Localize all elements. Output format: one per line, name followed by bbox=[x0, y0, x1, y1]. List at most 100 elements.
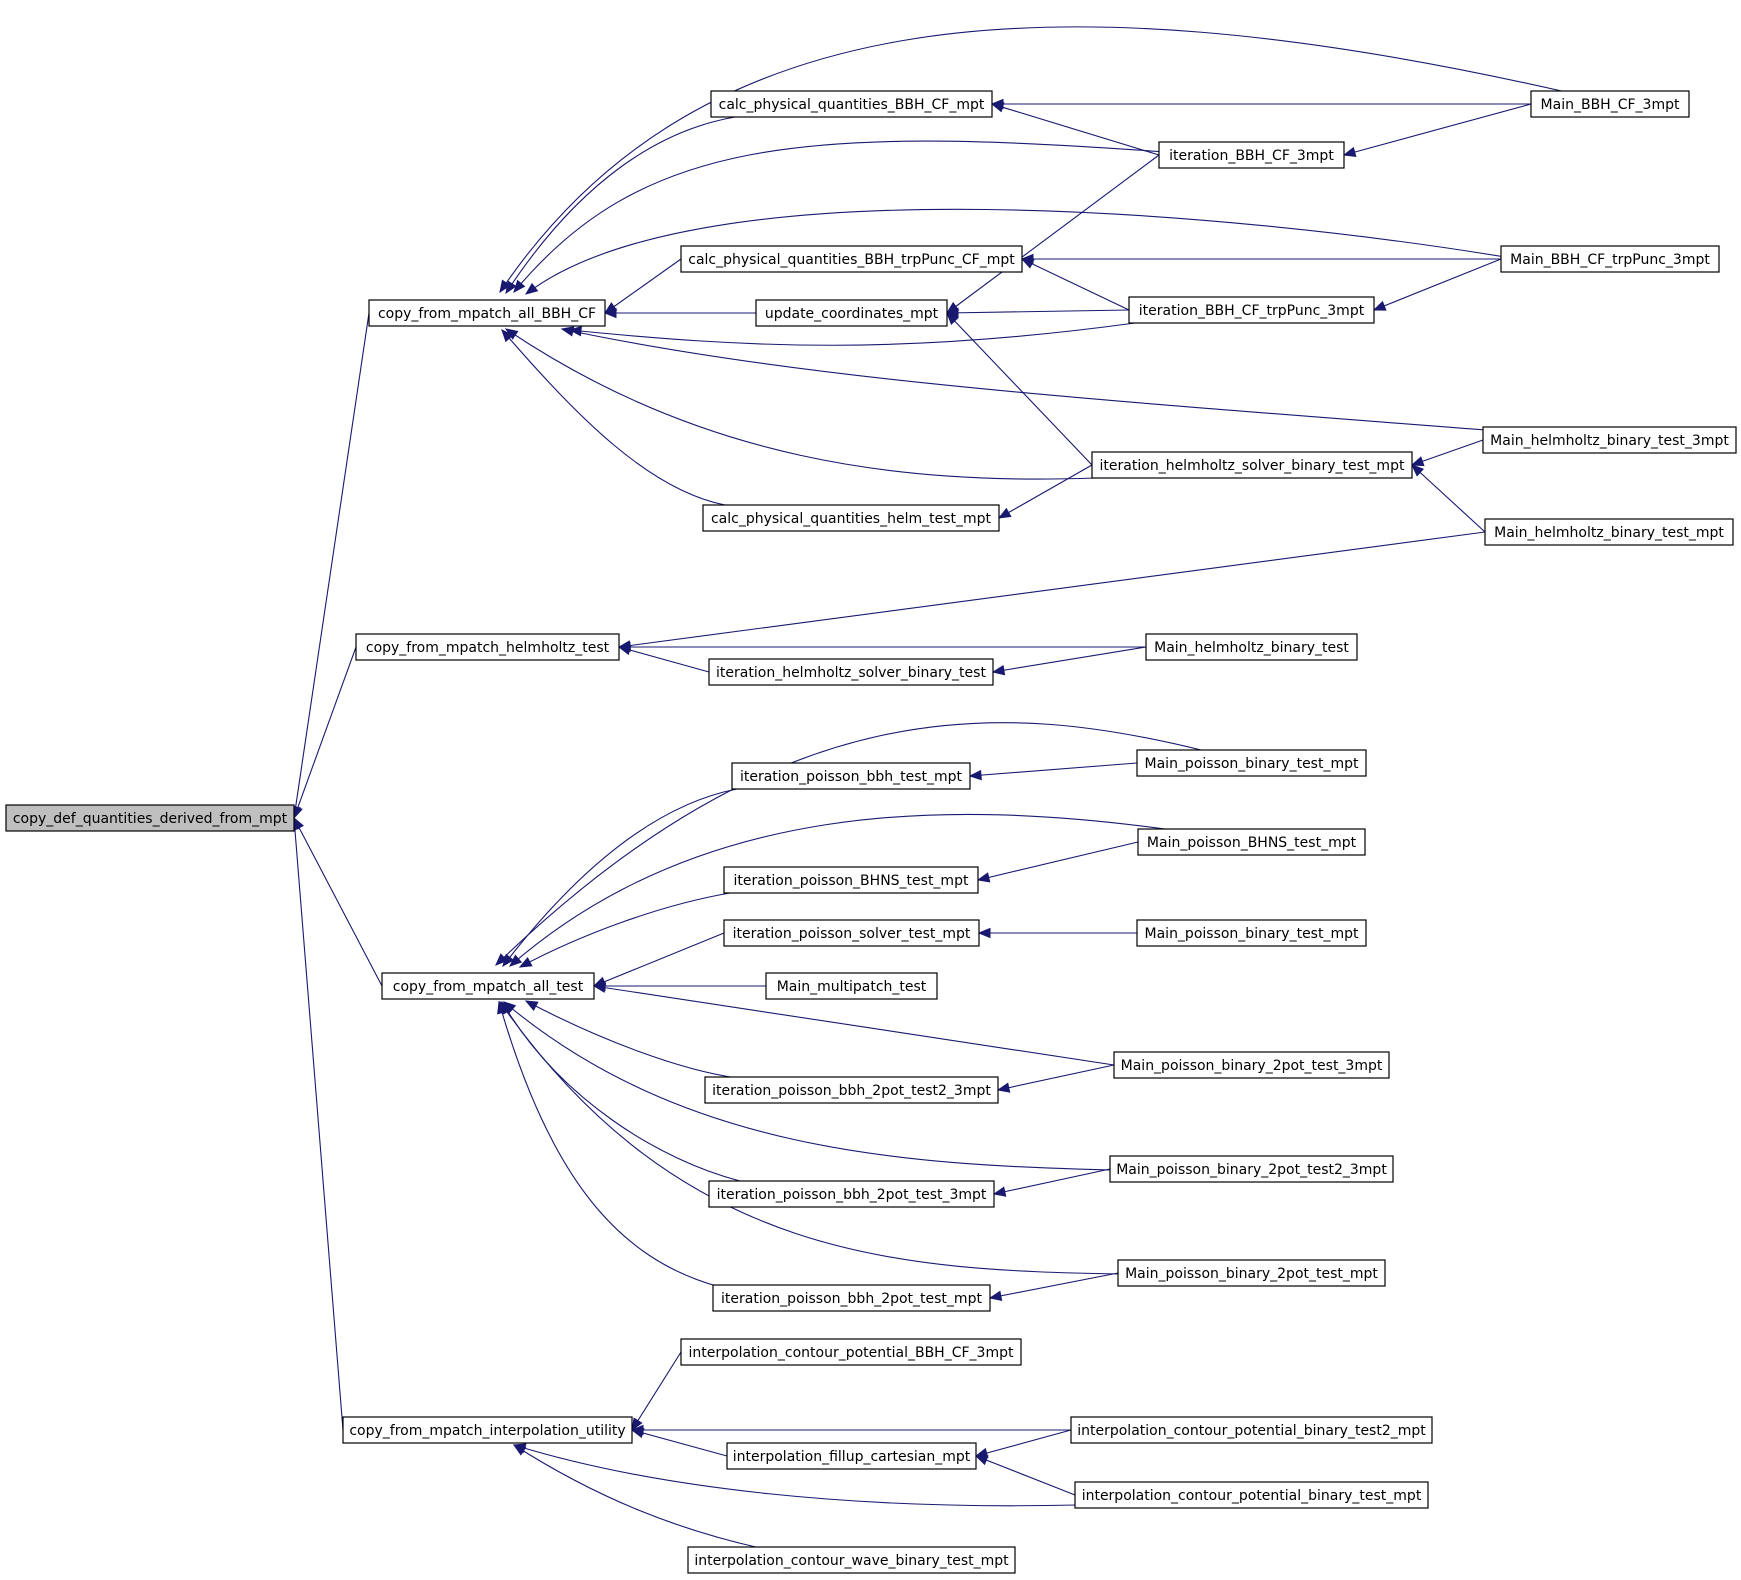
node-label: Main_poisson_binary_2pot_test_3mpt bbox=[1121, 1058, 1383, 1074]
node-main-helmholtz-binary-test-mpt[interactable]: Main_helmholtz_binary_test_mpt bbox=[1484, 518, 1734, 546]
edge-iter-bbh-trp-to-cfm-all-bbh bbox=[568, 322, 1136, 346]
node-box bbox=[708, 1180, 995, 1208]
node-label: iteration_poisson_bbh_2pot_test2_3mpt bbox=[712, 1083, 991, 1099]
edge-arrowhead bbox=[617, 645, 632, 656]
node-iteration-poisson-bhns-test-mpt[interactable]: iteration_poisson_BHNS_test_mpt bbox=[723, 866, 979, 894]
node-copy-from-mpatch-interpolation-utility[interactable]: copy_from_mpatch_interpolation_utility bbox=[342, 1416, 633, 1444]
edge-line bbox=[997, 1064, 1115, 1091]
node-calc-physical-quantities-bbh-cf-mpt[interactable]: calc_physical_quantities_BBH_CF_mpt bbox=[710, 90, 993, 118]
node-update-coordinates-mpt[interactable]: update_coordinates_mpt bbox=[755, 299, 948, 327]
node-interpolation-contour-potential-binary-test-mpt[interactable]: interpolation_contour_potential_binary_t… bbox=[1074, 1481, 1429, 1509]
node-main-poisson-binary-test-mpt[interactable]: Main_poisson_binary_test_mpt bbox=[1136, 749, 1367, 777]
node-main-poisson-binary-2pot-test-mpt[interactable]: Main_poisson_binary_2pot_test_mpt bbox=[1117, 1259, 1386, 1287]
node-box bbox=[687, 1546, 1016, 1574]
edge-interp-contour-t-to-interp-fillup bbox=[974, 1455, 1076, 1496]
edge-line bbox=[495, 722, 1206, 966]
node-box bbox=[680, 245, 1023, 273]
node-label: iteration_poisson_bbh_test_mpt bbox=[740, 769, 963, 785]
edge-iter-pois-solver-to-cfm-all-test bbox=[592, 932, 725, 987]
node-main-poisson-binary-2pot-test2-3mpt[interactable]: Main_poisson_binary_2pot_test2_3mpt bbox=[1109, 1155, 1394, 1183]
node-box bbox=[710, 90, 993, 118]
node-iteration-bbh-cf-3mpt[interactable]: iteration_BBH_CF_3mpt bbox=[1158, 141, 1345, 169]
edge-arrowhead bbox=[990, 102, 1005, 113]
node-box bbox=[355, 633, 620, 661]
node-iteration-poisson-solver-test-mpt[interactable]: iteration_poisson_solver_test_mpt bbox=[723, 919, 980, 947]
node-main-helmholtz-binary-test-3mpt[interactable]: Main_helmholtz_binary_test_3mpt bbox=[1482, 426, 1737, 454]
node-calc-physical-quantities-bbh-trppunc-cf-mpt[interactable]: calc_physical_quantities_BBH_trpPunc_CF_… bbox=[680, 245, 1023, 273]
node-label: update_coordinates_mpt bbox=[765, 306, 939, 322]
node-copy-from-mpatch-helmholtz-test[interactable]: copy_from_mpatch_helmholtz_test bbox=[355, 633, 620, 661]
node-box bbox=[723, 919, 980, 947]
edge-cfm-all-test-to-copy-def bbox=[293, 816, 383, 987]
edge-line bbox=[509, 813, 1166, 967]
node-iteration-bbh-cf-trppunc-3mpt[interactable]: iteration_BBH_CF_trpPunc_3mpt bbox=[1128, 296, 1375, 324]
edge-line bbox=[969, 762, 1138, 777]
edge-main-bbh-cf-to-calc-bbh-cf bbox=[990, 98, 1531, 110]
node-main-multipatch-test[interactable]: Main_multipatch_test bbox=[765, 972, 938, 1000]
edge-main-helm-3mpt-to-iter-helm-mpt bbox=[1410, 439, 1484, 467]
edge-main-pois-bin-b-to-iter-pois-solver bbox=[977, 927, 1137, 939]
edge-main-bbh-trp-to-calc-bbh-trp bbox=[1020, 253, 1501, 265]
edge-update-coords-to-cfm-all-bbh bbox=[603, 307, 756, 319]
edge-arrowhead bbox=[991, 664, 1006, 676]
node-iteration-poisson-bbh-2pot-test-mpt[interactable]: iteration_poisson_bbh_2pot_test_mpt bbox=[712, 1284, 991, 1312]
node-iteration-poisson-bbh-2pot-test-3mpt[interactable]: iteration_poisson_bbh_2pot_test_3mpt bbox=[708, 1180, 995, 1208]
node-box bbox=[704, 1076, 999, 1104]
edge-line bbox=[946, 154, 1160, 314]
edge-iter-bbh-trp-to-update-coords bbox=[945, 307, 1130, 319]
edge-main-helm-mpt-to-iter-helm-mpt bbox=[1411, 464, 1486, 533]
edge-iter-helm-mpt-to-cfm-all-bbh bbox=[504, 328, 1096, 480]
node-label: copy_def_quantities_derived_from_mpt bbox=[13, 811, 288, 827]
node-iteration-helmholtz-solver-binary-test-mpt[interactable]: iteration_helmholtz_solver_binary_test_m… bbox=[1091, 451, 1413, 479]
node-main-bbh-cf-trppunc-3mpt[interactable]: Main_BBH_CF_trpPunc_3mpt bbox=[1500, 245, 1720, 273]
edge-line bbox=[975, 1455, 1076, 1496]
edge-main-pois-bin-a-to-cfm-all-test bbox=[495, 722, 1206, 966]
node-interpolation-contour-potential-binary-test2-mpt[interactable]: interpolation_contour_potential_binary_t… bbox=[1070, 1416, 1433, 1444]
node-main-bbh-cf-3mpt[interactable]: Main_BBH_CF_3mpt bbox=[1530, 90, 1690, 118]
node-interpolation-fillup-cartesian-mpt[interactable]: interpolation_fillup_cartesian_mpt bbox=[726, 1442, 977, 1470]
edge-line bbox=[618, 531, 1486, 648]
edge-line bbox=[561, 328, 1486, 431]
node-box bbox=[765, 972, 938, 1000]
node-main-poisson-bhns-test-mpt[interactable]: Main_poisson_BHNS_test_mpt bbox=[1137, 828, 1366, 856]
edge-arrowhead bbox=[512, 1444, 527, 1456]
edge-main-pois-2pot-to-cfm-all-test bbox=[499, 1000, 1121, 1275]
node-calc-physical-quantities-helm-test-mpt[interactable]: calc_physical_quantities_helm_test_mpt bbox=[702, 504, 1000, 532]
edge-main-helm-mpt-to-cfm-helm bbox=[617, 531, 1486, 651]
node-label: iteration_poisson_bbh_2pot_test_3mpt bbox=[717, 1187, 987, 1203]
edge-arrowhead bbox=[1372, 300, 1387, 311]
edge-main-pois-bhns-to-iter-pois-bhns bbox=[976, 841, 1139, 883]
node-iteration-poisson-bbh-test-mpt[interactable]: iteration_poisson_bbh_test_mpt bbox=[731, 762, 971, 790]
edge-arrowhead bbox=[976, 872, 991, 883]
node-box bbox=[708, 658, 994, 686]
node-main-poisson-binary-2pot-test-3mpt[interactable]: Main_poisson_binary_2pot_test_3mpt bbox=[1113, 1051, 1390, 1079]
edge-line bbox=[1373, 258, 1502, 311]
edge-iter-pois-2pot2-to-cfm-all-test bbox=[524, 1000, 738, 1079]
node-interpolation-contour-potential-bbh-cf-3mpt[interactable]: interpolation_contour_potential_BBH_CF_3… bbox=[680, 1338, 1022, 1366]
node-box bbox=[1145, 633, 1358, 661]
edge-interp-contour-t2-to-cfm-interp bbox=[630, 1424, 1071, 1436]
node-copy-from-mpatch-all-bbh-cf[interactable]: copy_from_mpatch_all_BBH_CF bbox=[368, 299, 606, 327]
edge-line bbox=[992, 646, 1147, 673]
edge-line bbox=[513, 140, 1166, 293]
node-box bbox=[702, 504, 1000, 532]
node-copy-def-quantities-derived-from-mpt[interactable]: copy_def_quantities_derived_from_mpt bbox=[5, 804, 295, 832]
node-copy-from-mpatch-all-test[interactable]: copy_from_mpatch_all_test bbox=[381, 972, 595, 1000]
node-label: Main_helmholtz_binary_test_3mpt bbox=[1490, 433, 1729, 449]
node-iteration-poisson-bbh-2pot-test2-3mpt[interactable]: iteration_poisson_bbh_2pot_test2_3mpt bbox=[704, 1076, 999, 1104]
edge-line bbox=[991, 103, 1160, 156]
edge-line bbox=[998, 464, 1093, 519]
edge-arrowhead bbox=[1410, 456, 1425, 467]
node-box bbox=[1128, 296, 1375, 324]
edge-line bbox=[977, 841, 1139, 881]
node-label: copy_from_mpatch_all_test bbox=[393, 979, 584, 995]
edge-line bbox=[293, 817, 344, 1431]
edge-main-bbh-trp-to-cfm-all-bbh bbox=[524, 208, 1506, 295]
node-iteration-helmholtz-solver-binary-test[interactable]: iteration_helmholtz_solver_binary_test bbox=[708, 658, 994, 686]
node-main-helmholtz-binary-test[interactable]: Main_helmholtz_binary_test bbox=[1145, 633, 1358, 661]
edge-iter-helm-mpt-to-calc-helm bbox=[997, 464, 1093, 519]
node-interpolation-contour-wave-binary-test-mpt[interactable]: interpolation_contour_wave_binary_test_m… bbox=[687, 1546, 1016, 1574]
node-box bbox=[731, 762, 971, 790]
node-main-poisson-binary-test-mpt[interactable]: Main_poisson_binary_test_mpt bbox=[1136, 919, 1367, 947]
edge-iter-bbh-cf-to-calc-bbh-cf bbox=[990, 102, 1160, 156]
